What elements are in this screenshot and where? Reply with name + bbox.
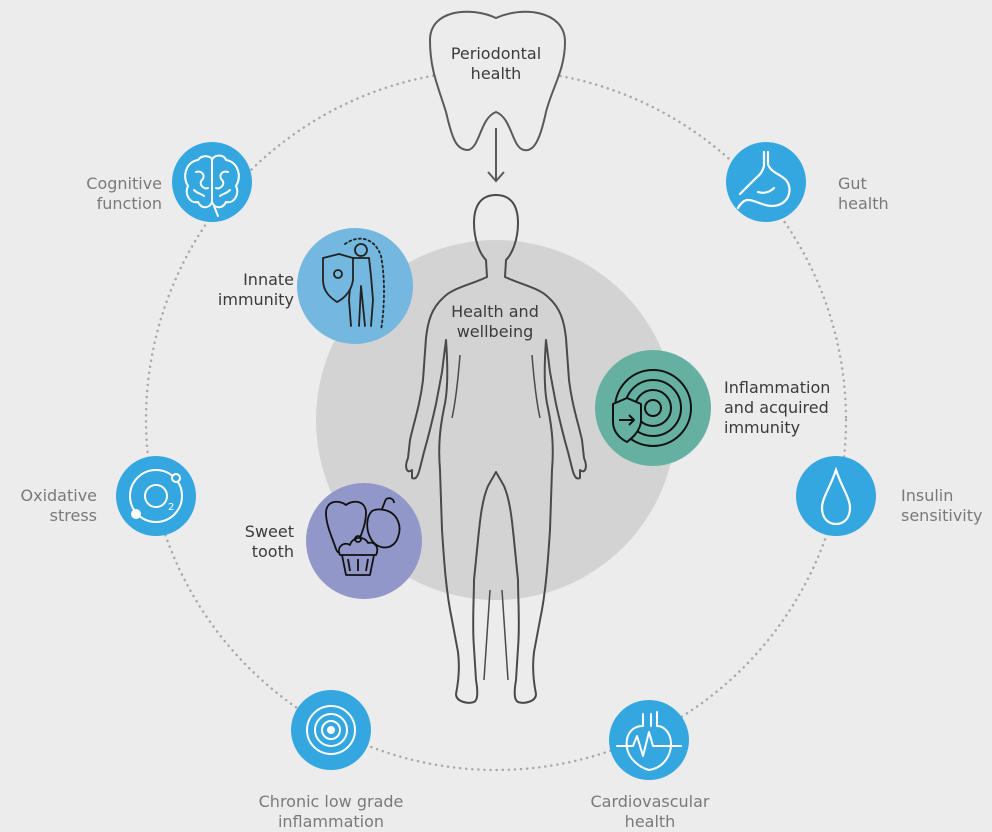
shield-target-icon	[612, 369, 692, 447]
human-body-outline	[405, 194, 587, 704]
droplet-icon	[820, 466, 852, 526]
inflammation-node	[595, 350, 711, 466]
cardio-node	[609, 700, 689, 780]
insulin-label: Insulin sensitivity	[901, 486, 983, 525]
body-shield-icon	[322, 237, 385, 331]
oxygen-icon: 2	[129, 469, 183, 523]
periodontal-label: Periodontal health	[450, 44, 542, 83]
inflammation-label: Inflammation and acquired immunity	[724, 378, 831, 437]
arrow-down-icon	[487, 128, 505, 183]
innate-node	[297, 228, 413, 344]
chronic-label: Chronic low grade inflammation	[258, 792, 404, 831]
svg-text:2: 2	[168, 502, 174, 513]
innate-label: Innate immunity	[217, 270, 294, 309]
dotted-ring	[144, 68, 848, 772]
body-detail-lines	[451, 354, 541, 681]
target-rings-icon	[306, 705, 356, 755]
oxidative-label: Oxidative stress	[20, 486, 98, 525]
tooth-icon	[428, 10, 567, 152]
cognitive-label: Cognitive function	[86, 174, 162, 213]
stomach-icon	[736, 150, 791, 210]
gut-label: Gut health	[838, 174, 889, 213]
insulin-node	[796, 456, 876, 536]
oxidative-node: 2	[116, 456, 196, 536]
sweets-icon	[325, 497, 401, 576]
cognitive-node	[172, 142, 252, 222]
center-label: Health and wellbeing	[451, 302, 539, 341]
brain-icon	[184, 154, 240, 217]
sweet-node	[306, 483, 422, 599]
chronic-node	[291, 690, 371, 770]
sweet-label: Sweet tooth	[244, 522, 294, 561]
heart-icon	[616, 711, 682, 771]
gut-node	[726, 142, 806, 222]
cardio-label: Cardiovascular health	[590, 792, 710, 831]
